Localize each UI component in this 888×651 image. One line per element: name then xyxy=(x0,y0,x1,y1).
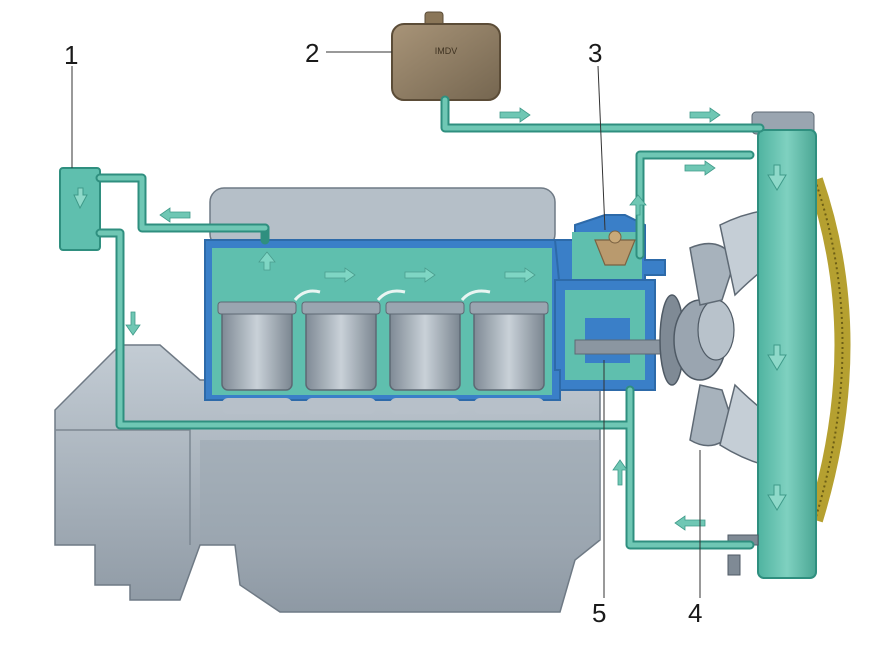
piston-3 xyxy=(389,307,461,391)
head-flow-arrows xyxy=(258,251,536,302)
leader-lines xyxy=(71,51,701,598)
pipe-flow-arrows xyxy=(125,107,721,531)
piston-4 xyxy=(473,307,545,391)
callout-3: 3 xyxy=(588,38,603,68)
callout-4: 4 xyxy=(688,598,703,628)
piston-2 xyxy=(305,307,377,391)
radiator-fan-ring xyxy=(807,177,851,523)
callout-2: 2 xyxy=(305,38,320,68)
callout-1: 1 xyxy=(64,40,79,70)
thermostat-valve xyxy=(594,239,636,266)
coolant-pipes-inner xyxy=(97,97,763,548)
piston-1 xyxy=(221,307,293,391)
engine-block xyxy=(54,187,601,613)
callout-5: 5 xyxy=(592,598,607,628)
water-pump xyxy=(554,279,666,391)
radiator xyxy=(727,111,817,579)
fan-pulley xyxy=(659,294,735,386)
pump-shaft xyxy=(574,339,666,355)
thermostat-housing xyxy=(553,214,666,291)
heater-radiator xyxy=(59,167,101,251)
tank-label: IMDV xyxy=(435,46,458,56)
cylinders xyxy=(217,301,549,414)
expansion-tank: IMDV xyxy=(391,11,501,101)
